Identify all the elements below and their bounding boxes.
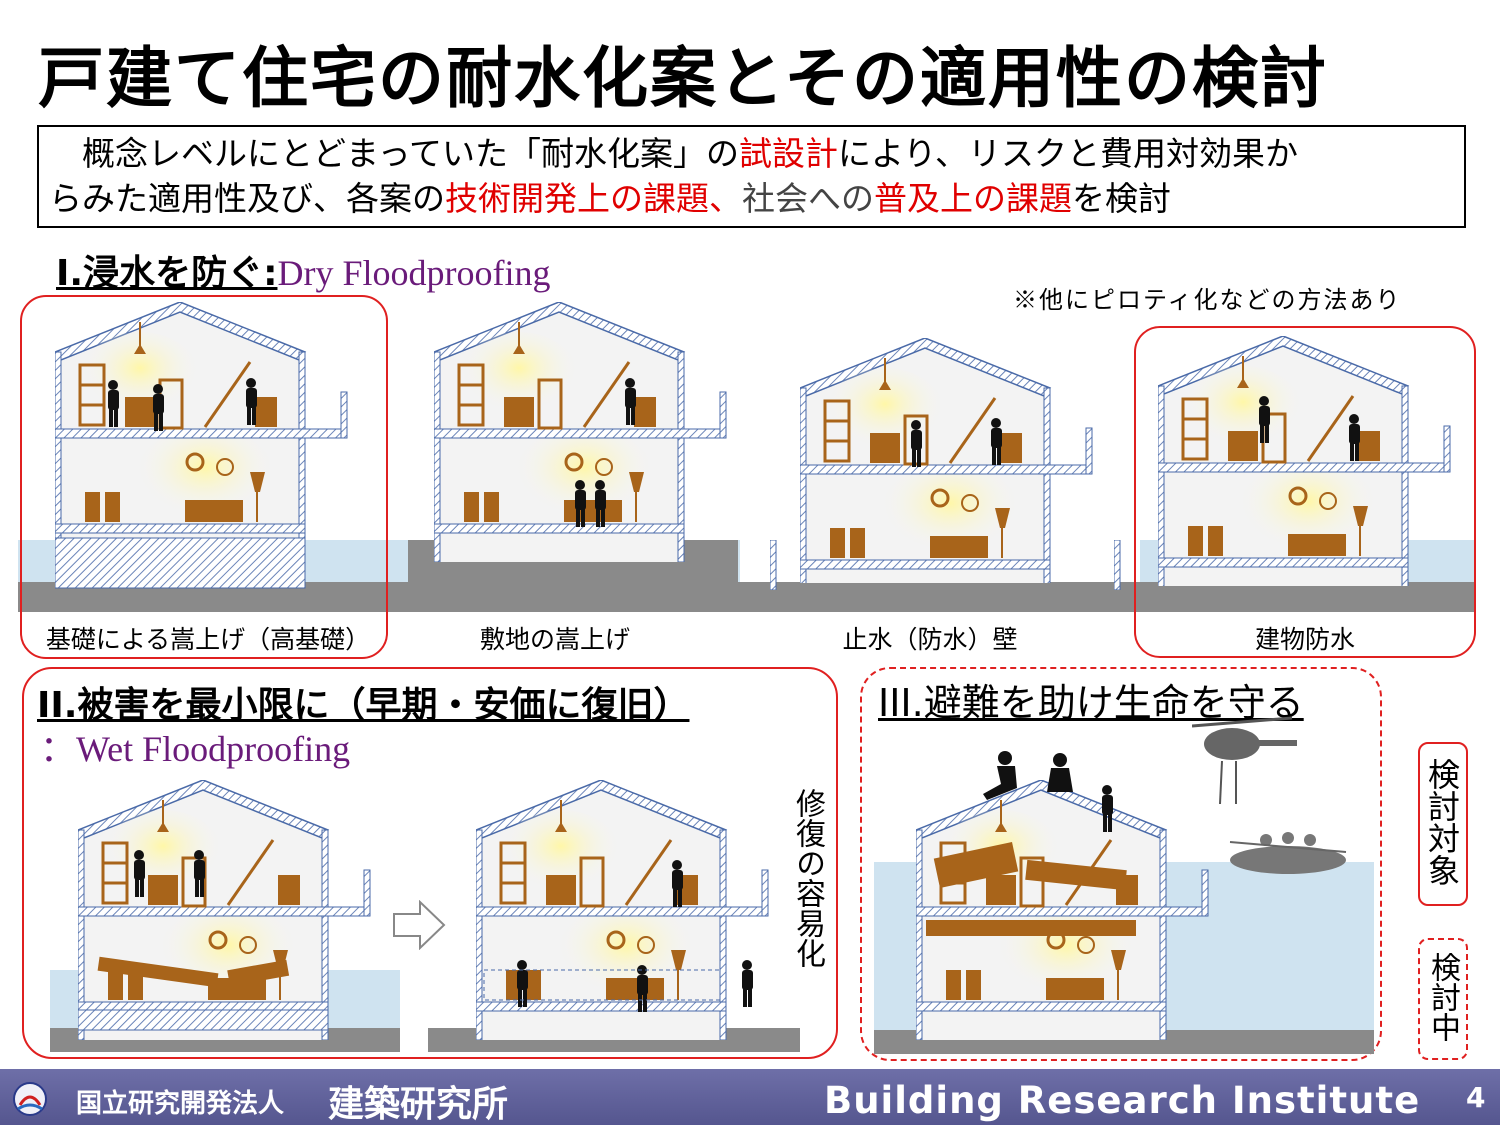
rooftop-people	[983, 751, 1073, 800]
house-illustration-raised-foundation	[55, 302, 349, 589]
repair-label: 修復の容易化	[790, 788, 825, 968]
in-progress-frame-evacuation	[860, 667, 1382, 1061]
flood-wall-left	[770, 540, 777, 590]
house-illustration-flooded	[78, 780, 372, 1040]
footer-bar: 国立研究開発法人 建築研究所 Building Research Institu…	[0, 1069, 1500, 1125]
intro-highlight: 普及上の課題	[874, 179, 1072, 218]
studied-frame-raised-foundation	[20, 295, 388, 659]
arrow-icon	[393, 900, 446, 950]
intro-text: 社会への	[742, 179, 874, 218]
rescue-boat-icon	[1229, 832, 1347, 874]
legend-in-progress: 検討中	[1425, 952, 1460, 1042]
house-illustration-raised-site	[434, 302, 728, 562]
house-illustration-repaired	[476, 780, 770, 1040]
intro-highlight: 技術開発上の課題、	[445, 179, 742, 218]
legend-studied: 検討対象	[1423, 758, 1461, 886]
footer-org-name: 建築研究所	[328, 1084, 509, 1125]
helicopter-icon	[1192, 716, 1297, 805]
caption-raised-foundation: 基礎による嵩上げ（高基礎）	[45, 625, 371, 654]
footer-org-prefix: 国立研究開発法人	[76, 1089, 285, 1119]
section-2-heading-en: ：Wet Floodproofing	[40, 729, 351, 769]
intro-line-1: 概念レベルにとどまっていた「耐水化案」の試設計により、リスクと費用対効果か	[49, 131, 1456, 176]
flood-wall-right	[1114, 540, 1121, 590]
legend-in-progress-box	[1418, 938, 1468, 1060]
studied-frame-building-waterproofing	[1134, 326, 1476, 658]
legend-studied-box	[1418, 742, 1468, 906]
section-1-heading-jp: I.浸水を防ぐ:	[56, 253, 278, 294]
page-number: 4	[1466, 1081, 1486, 1114]
section-1-heading: I.浸水を防ぐ:Dry Floodproofing	[56, 244, 550, 296]
intro-text: を検討	[1072, 179, 1171, 218]
section-3-heading: III.避難を助け生命を守る	[878, 681, 1304, 725]
intro-text: らみた適用性及び、各案の	[49, 179, 445, 218]
intro-highlight: 試設計	[739, 134, 839, 173]
intro-text: 概念レベルにとどまっていた「耐水化案」の	[49, 134, 740, 173]
section-1-heading-en: Dry Floodproofing	[277, 253, 551, 293]
house-illustration-evacuation	[916, 780, 1210, 1040]
footer-org-english: Building Research Institute	[824, 1079, 1421, 1122]
page-title: 戸建て住宅の耐水化案とその適用性の検討	[38, 40, 1329, 117]
intro-line-2: らみた適用性及び、各案の技術開発上の課題、社会への普及上の課題を検討	[49, 176, 1456, 221]
caption-building-waterproofing: 建物防水	[1254, 625, 1355, 654]
intro-text: により、リスクと費用対効果か	[838, 134, 1299, 173]
caption-raised-site: 敷地の嵩上げ	[479, 625, 630, 654]
studied-frame-wet-floodproofing	[22, 667, 838, 1059]
institute-logo	[13, 1082, 47, 1116]
section-2-heading-jp: II.被害を最小限に（早期・安価に復旧）	[37, 685, 690, 726]
intro-box: 概念レベルにとどまっていた「耐水化案」の試設計により、リスクと費用対効果か らみ…	[37, 125, 1466, 228]
caption-flood-wall: 止水（防水）壁	[842, 625, 1018, 654]
note-text: ※他にピロティ化などの方法あり	[1013, 286, 1402, 314]
house-illustration-flood-wall	[800, 338, 1094, 583]
